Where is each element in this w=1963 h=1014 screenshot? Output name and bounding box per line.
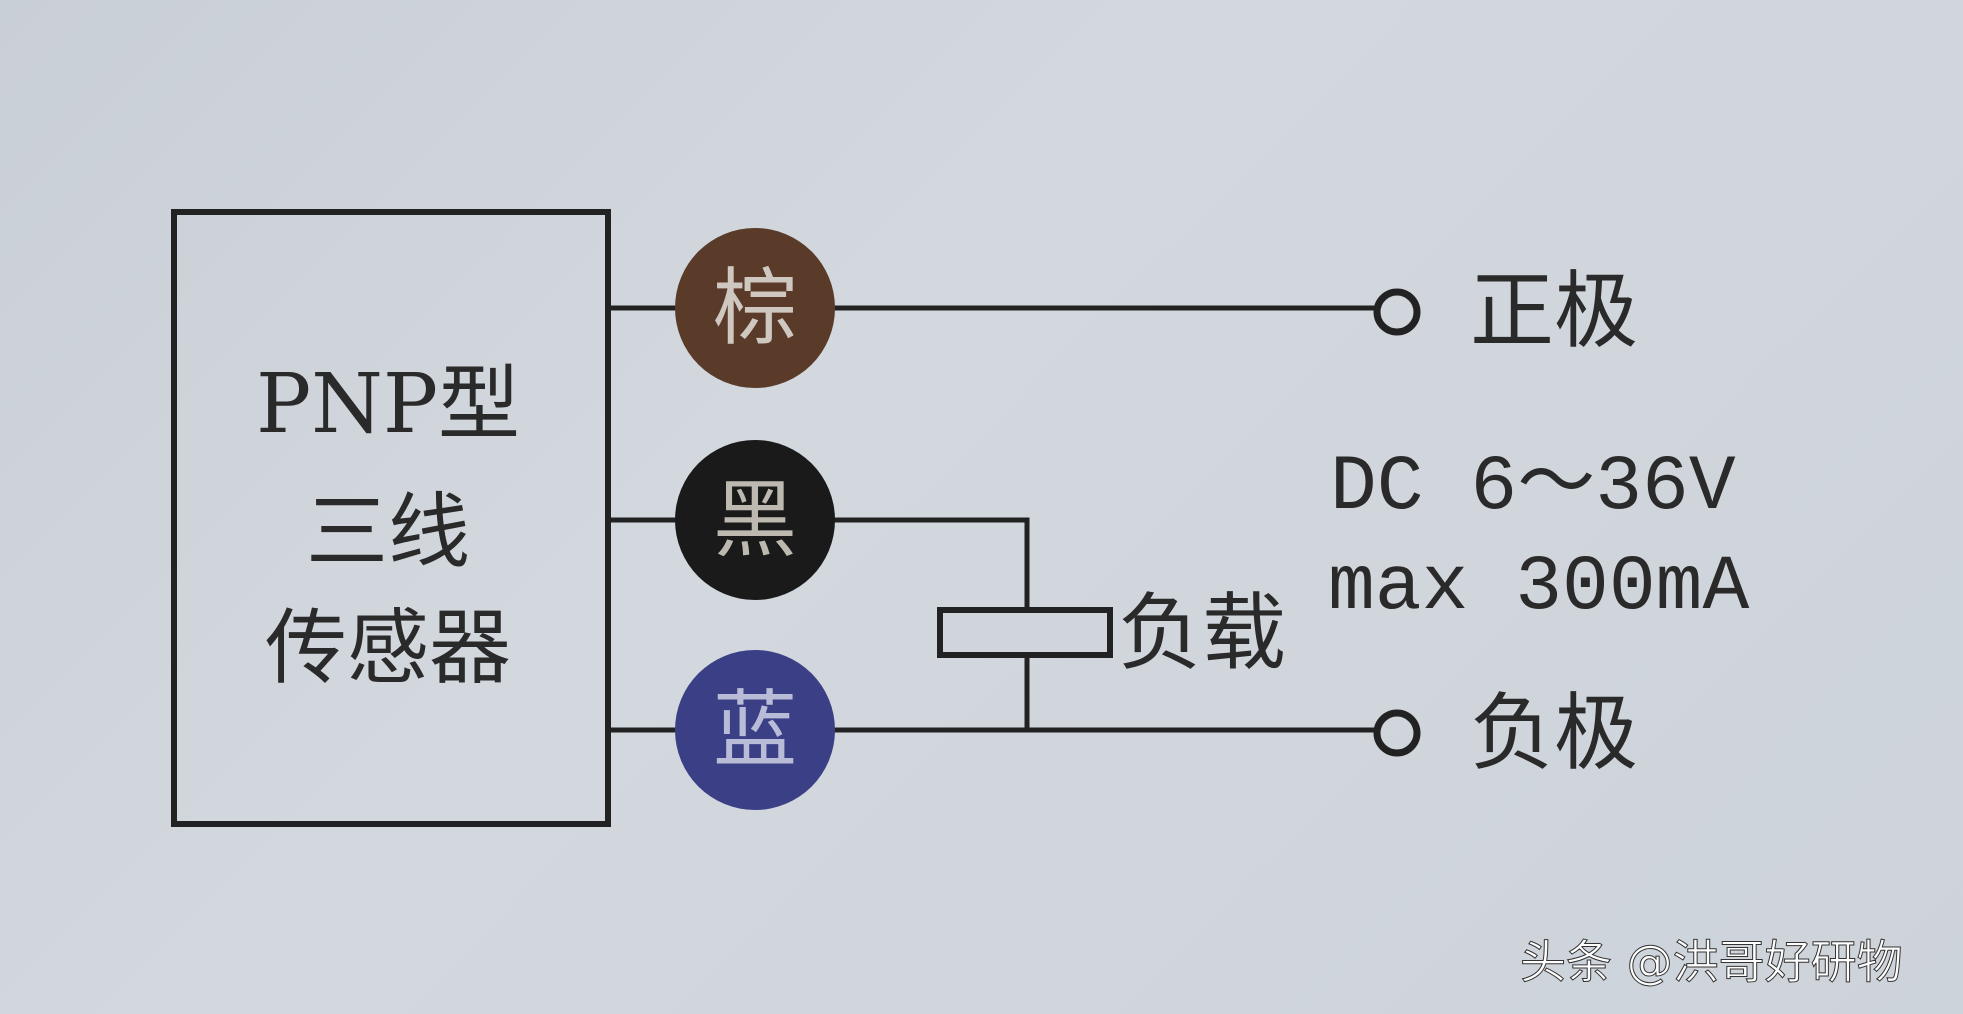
brown-wire-label: 棕 <box>713 259 797 357</box>
black-wire-label: 黑 <box>713 471 797 569</box>
supply-voltage: DC 6～36V <box>1330 444 1736 532</box>
negative-terminal-label: 负极 <box>1470 684 1638 782</box>
blue-wire-label: 蓝 <box>713 681 797 779</box>
negative-terminal <box>1373 709 1421 757</box>
positive-terminal-label: 正极 <box>1470 262 1638 360</box>
load-label: 负载 <box>1118 584 1286 682</box>
sensor-label-line1: PNP型 <box>256 357 520 452</box>
black-wire-marker <box>675 440 835 600</box>
supply-current: max 300mA <box>1328 544 1749 632</box>
brown-wire-marker <box>675 228 835 388</box>
sensor-label-line3: 传感器 <box>265 601 511 696</box>
blue-wire-marker <box>675 650 835 810</box>
load-resistor <box>937 607 1113 658</box>
sensor-label-line2: 三线 <box>306 485 470 580</box>
watermark: 头条 @洪哥好研物 <box>1520 935 1903 989</box>
black-wire <box>825 517 1030 610</box>
positive-terminal <box>1373 288 1421 336</box>
